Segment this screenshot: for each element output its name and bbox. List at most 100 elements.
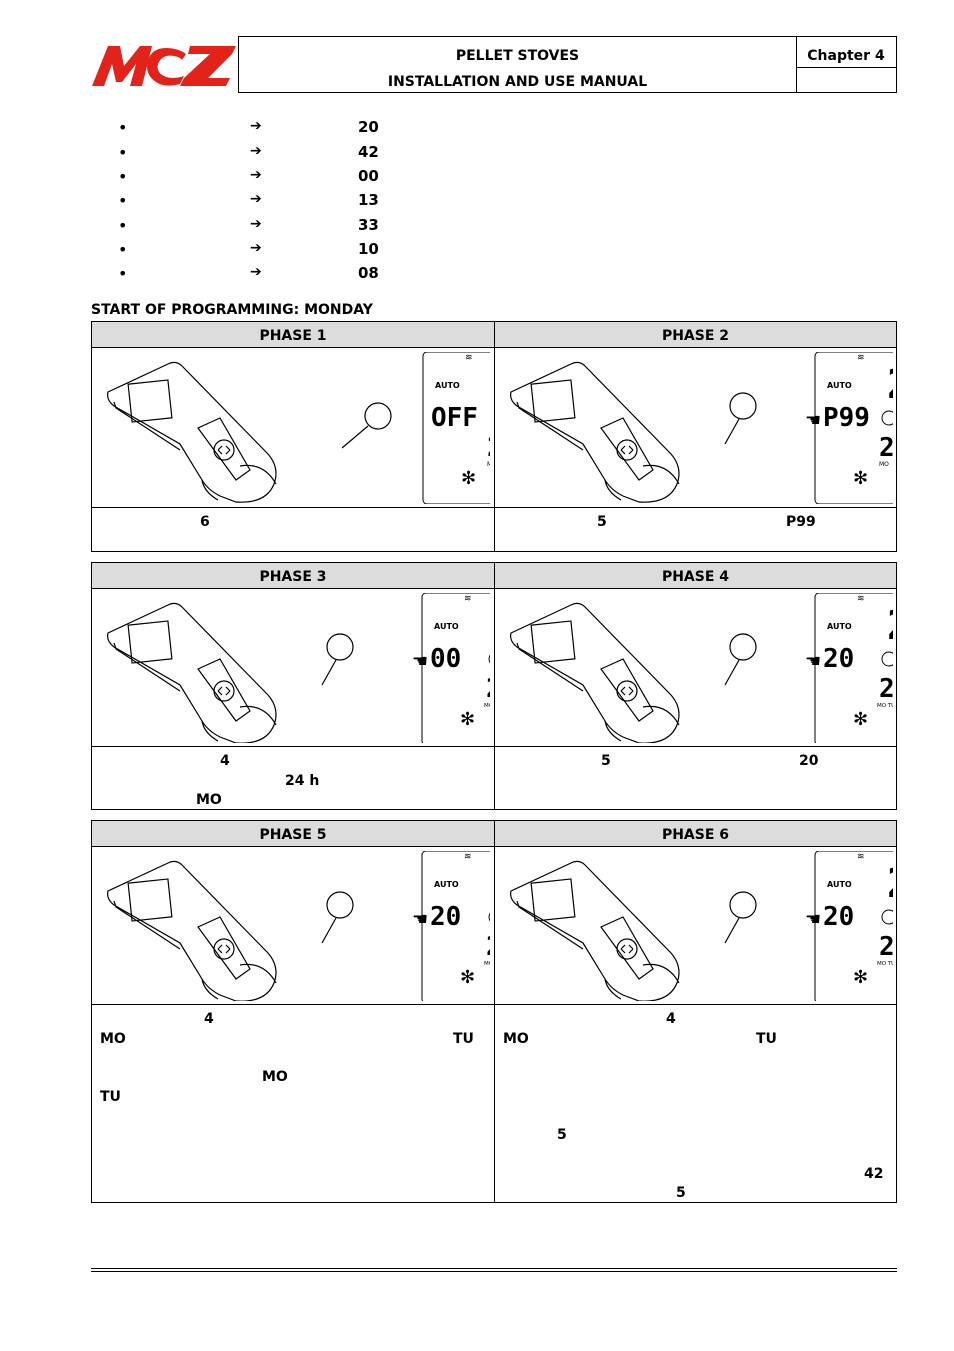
remote-control-icon bbox=[510, 361, 680, 503]
phase6-caption: 5 bbox=[557, 1127, 567, 1143]
phase3-caption: 24 h bbox=[285, 773, 320, 789]
lcd-display: ≋AUTO23°C2021:48MO TU WE TH FR SA SU✻☚ bbox=[805, 851, 893, 1001]
lcd-circle-icon bbox=[488, 654, 490, 664]
section-title: START OF PROGRAMMING: MONDAY bbox=[91, 302, 373, 318]
callout-circle bbox=[364, 402, 392, 430]
lcd-time: 21:48 bbox=[879, 674, 893, 704]
lcd-main: OFF bbox=[431, 403, 478, 433]
callout-circle bbox=[729, 633, 757, 661]
lcd-time: 21:48 bbox=[879, 932, 893, 962]
lcd-temp: 23 bbox=[887, 861, 893, 907]
arrow-icon: ➔ bbox=[250, 167, 262, 183]
snowflake-icon: ✻ bbox=[853, 468, 868, 489]
phase6-illustration: ≋AUTO23°C2021:48MO TU WE TH FR SA SU✻☚ bbox=[510, 851, 893, 1001]
signal-icon: ≋ bbox=[857, 353, 865, 363]
phase6-caption: MO bbox=[503, 1031, 529, 1047]
arrow-icon: ➔ bbox=[250, 118, 262, 134]
callout-circle bbox=[326, 891, 354, 919]
lcd-mode: AUTO bbox=[434, 622, 459, 631]
phase4-caption: 5 bbox=[601, 753, 611, 769]
bullet-value: 33 bbox=[358, 216, 379, 234]
mcz-logo bbox=[92, 46, 236, 86]
phase4-caption: 20 bbox=[799, 753, 819, 769]
phase2-caption: P99 bbox=[786, 514, 816, 530]
bullet-dot: • bbox=[118, 167, 128, 186]
lcd-mode: AUTO bbox=[827, 622, 852, 631]
phase2-illustration: ≋AUTO23°CP9921:48MO✻☚ bbox=[510, 352, 893, 504]
lcd-circle-icon bbox=[488, 912, 490, 922]
lcd-mode: AUTO bbox=[435, 381, 460, 390]
lcd-main: 00 bbox=[430, 644, 461, 674]
phase6-caption: TU bbox=[756, 1031, 777, 1047]
arrow-icon: ➔ bbox=[250, 240, 262, 256]
bullet-dot: • bbox=[118, 216, 128, 235]
snowflake-icon: ✻ bbox=[461, 468, 476, 489]
footer-rule bbox=[91, 1271, 897, 1272]
phase-table-3: PHASE 5 PHASE 6 ≋AUTO23°C2021:48MO TU WE… bbox=[91, 820, 897, 1203]
callout-circle bbox=[326, 633, 354, 661]
bullet-value: 13 bbox=[358, 191, 379, 209]
arrow-icon: ➔ bbox=[250, 264, 262, 280]
phase5-caption: MO bbox=[100, 1031, 126, 1047]
snowflake-icon: ✻ bbox=[853, 709, 868, 730]
lcd-days: MO TU WE TH FR SA SU bbox=[877, 961, 893, 967]
lcd-temp: 23 bbox=[887, 362, 893, 408]
lcd-main: 20 bbox=[823, 644, 854, 674]
phase5-caption: TU bbox=[100, 1089, 121, 1105]
lcd-circle-icon bbox=[881, 909, 893, 925]
hand-pointer-icon: ☚ bbox=[805, 410, 821, 431]
phase5-caption: MO bbox=[262, 1069, 288, 1085]
lcd-temp: 23 bbox=[887, 603, 893, 649]
lcd-main: 20 bbox=[430, 902, 461, 932]
doc-title-line2: INSTALLATION AND USE MANUAL bbox=[387, 74, 648, 90]
phase1-illustration: ≋AUTO23°COFF21:48MO✻☚ bbox=[107, 352, 490, 504]
snowflake-icon: ✻ bbox=[853, 967, 868, 988]
phase3-caption: 4 bbox=[220, 753, 230, 769]
phase5-caption: TU bbox=[453, 1031, 474, 1047]
lcd-display: ≋AUTO23°COFF21:48MO✻☚ bbox=[422, 352, 490, 504]
lcd-days: MO TU WE TH FR SA SU bbox=[484, 703, 490, 709]
lcd-time: 21:48 bbox=[486, 674, 490, 704]
lcd-time: 21:48 bbox=[486, 932, 490, 962]
lcd-main: 20 bbox=[823, 902, 854, 932]
phase-title: PHASE 6 bbox=[495, 821, 896, 846]
lcd-display: ≋AUTO23°C2021:48MO TU WE TH FR SA SU✻☚ bbox=[412, 851, 490, 1001]
lcd-mode: AUTO bbox=[827, 880, 852, 889]
bullet-value: 00 bbox=[358, 167, 379, 185]
phase-title: PHASE 5 bbox=[92, 821, 494, 846]
phase-title: PHASE 1 bbox=[92, 322, 494, 347]
lcd-mode: AUTO bbox=[434, 880, 459, 889]
phase3-caption: MO bbox=[196, 792, 222, 808]
hand-pointer-icon: ☚ bbox=[805, 909, 821, 930]
lcd-days: MO TU WE TH FR SA SU bbox=[484, 961, 490, 967]
signal-icon: ≋ bbox=[857, 852, 865, 862]
remote-control-icon bbox=[107, 860, 277, 1001]
phase5-illustration: ≋AUTO23°C2021:48MO TU WE TH FR SA SU✻☚ bbox=[107, 851, 490, 1001]
bullet-value: 08 bbox=[358, 264, 379, 282]
hand-pointer-icon: ☚ bbox=[412, 909, 428, 930]
arrow-icon: ➔ bbox=[250, 216, 262, 232]
signal-icon: ≋ bbox=[464, 594, 472, 604]
phase-table-1: PHASE 1 PHASE 2 ≋AUTO23°COFF21:48MO✻☚ ≋A… bbox=[91, 321, 897, 552]
bullet-dot: • bbox=[118, 240, 128, 259]
lcd-display: ≋AUTO23°CP9921:48MO✻☚ bbox=[805, 352, 893, 504]
phase-title: PHASE 2 bbox=[495, 322, 896, 347]
arrow-icon: ➔ bbox=[250, 143, 262, 159]
lcd-time: 21:48 bbox=[879, 433, 893, 463]
lcd-day: MO bbox=[487, 461, 490, 468]
phase6-caption: 5 bbox=[676, 1185, 686, 1201]
phase-title: PHASE 3 bbox=[92, 563, 494, 588]
footer-rule bbox=[91, 1268, 897, 1269]
bullet-value: 42 bbox=[358, 143, 379, 161]
callout-circle bbox=[729, 392, 757, 420]
lcd-circle-icon bbox=[881, 410, 893, 426]
hand-pointer-icon: ☚ bbox=[412, 651, 428, 672]
doc-title-line1: PELLET STOVES bbox=[455, 48, 580, 64]
bullet-value: 10 bbox=[358, 240, 379, 258]
lcd-mode: AUTO bbox=[827, 381, 852, 390]
phase-table-2: PHASE 3 PHASE 4 ≋AUTO23°C0021:48MO TU WE… bbox=[91, 562, 897, 810]
lcd-days: MO TU WE TH FR SA SU bbox=[877, 703, 893, 709]
phase6-caption: 42 bbox=[864, 1166, 884, 1182]
signal-icon: ≋ bbox=[464, 852, 472, 862]
signal-icon: ≋ bbox=[465, 353, 473, 363]
